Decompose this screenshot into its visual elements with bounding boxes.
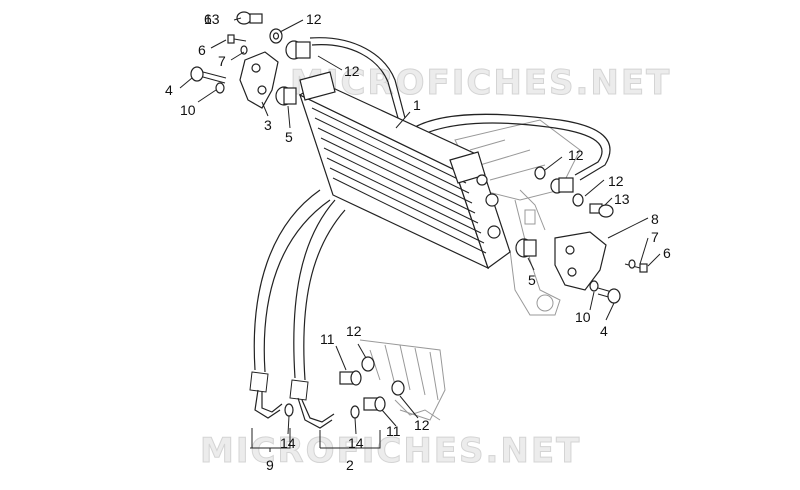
screw-right-6 xyxy=(624,263,648,273)
leader-lines xyxy=(179,17,661,452)
engine-outline-bottom xyxy=(359,339,446,421)
hose-upper xyxy=(309,37,406,119)
hose-lower-right xyxy=(289,199,346,429)
callout-3: 3 xyxy=(264,117,272,133)
callout-10-left: 10 xyxy=(180,102,196,118)
bracket-right xyxy=(554,231,607,291)
watermark-top: MICROFICHES.NET xyxy=(290,63,671,103)
screw-left-6 xyxy=(227,34,247,44)
bolt-left-13 xyxy=(236,11,263,25)
callout-13-top-left: 13 xyxy=(204,11,220,27)
callout-11-upper: 11 xyxy=(320,331,335,347)
callout-2: 2 xyxy=(346,457,354,473)
callout-11-lower: 11 xyxy=(386,423,401,439)
callout-4-right: 4 xyxy=(600,323,608,339)
callout-13-left: 6 xyxy=(204,11,212,27)
bolt-left-4 xyxy=(190,66,227,84)
callout-10-right: 10 xyxy=(575,309,591,325)
callout-7-right: 7 xyxy=(651,229,659,245)
hose-lower-left xyxy=(249,189,331,419)
callout-1: 1 xyxy=(413,97,421,113)
washer-lower-12b xyxy=(391,380,405,396)
callout-12-right-upper: 12 xyxy=(568,147,584,163)
callout-7-left: 7 xyxy=(218,53,226,69)
callout-13-right: 13 xyxy=(614,191,630,207)
washer-left-7 xyxy=(240,45,248,55)
fitting-right-12d xyxy=(550,177,574,194)
washer-lower-12a xyxy=(361,356,375,372)
bolt-right-13 xyxy=(589,203,614,218)
callout-6-right: 6 xyxy=(663,245,671,261)
rubber-mount-left-5 xyxy=(275,86,297,106)
washer-right-10 xyxy=(589,280,599,292)
fitting-lower-11b xyxy=(363,396,386,412)
callout-12-top: 12 xyxy=(306,11,322,27)
callout-5-right: 5 xyxy=(528,272,536,288)
callout-12-lower-lower: 12 xyxy=(414,417,430,433)
callout-14-right: 14 xyxy=(348,435,364,451)
callout-12-lower-upper: 12 xyxy=(346,323,362,339)
callout-4-left: 4 xyxy=(165,82,173,98)
callout-5-left: 5 xyxy=(285,129,293,145)
callout-14-left: 14 xyxy=(280,435,296,451)
callout-12-mid: 12 xyxy=(344,63,360,79)
hose-right xyxy=(409,113,611,181)
bolt-right-4 xyxy=(597,287,621,304)
rubber-mount-right-5 xyxy=(515,238,537,258)
fitting-lower-11a xyxy=(339,370,362,386)
washer-right-12c xyxy=(534,166,546,180)
washer-left-10 xyxy=(215,82,225,94)
callout-9: 9 xyxy=(266,457,274,473)
rubber-mount-left-12b xyxy=(285,40,311,60)
washer-left-12a xyxy=(269,28,283,44)
bracket-left xyxy=(239,51,279,109)
callout-8: 8 xyxy=(651,211,659,227)
oil-cooler-radiator xyxy=(298,71,511,270)
washer-right-12e xyxy=(572,193,584,207)
callout-6-left: 6 xyxy=(198,42,206,58)
washer-right-7 xyxy=(628,259,636,269)
callout-12-right-lower: 12 xyxy=(608,173,624,189)
watermark-bottom: MICROFICHES.NET xyxy=(200,431,581,471)
o-ring-lower-14a xyxy=(284,403,294,417)
o-ring-lower-14b xyxy=(350,405,360,419)
